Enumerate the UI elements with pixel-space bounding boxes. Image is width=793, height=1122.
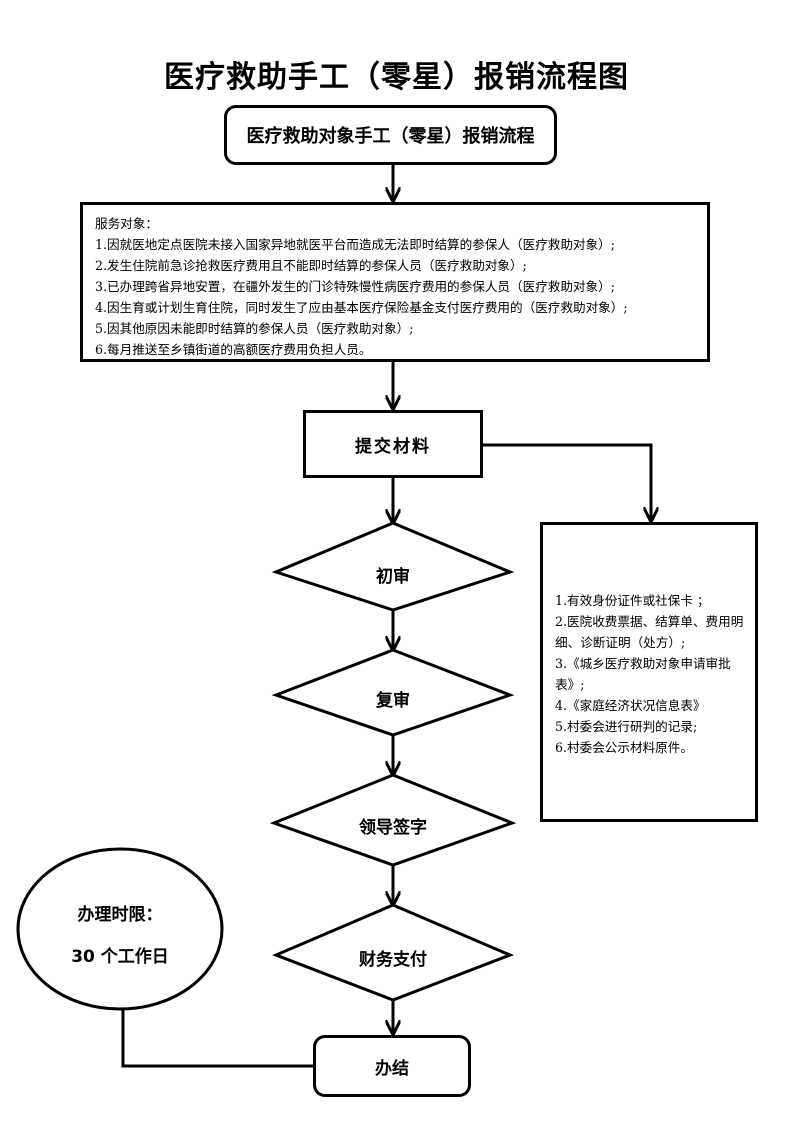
time-limit-ellipse <box>16 847 224 1011</box>
service-item: 3.已办理跨省异地安置，在疆外发生的门诊特殊慢性病医疗费用的参保人员（医疗救助对… <box>95 279 616 294</box>
start-box: 医疗救助对象手工（零星）报销流程 <box>224 105 557 165</box>
end-box: 办结 <box>313 1035 471 1097</box>
service-item: 2.发生住院前急诊抢救医疗费用且不能即时结算的参保人员（医疗救助对象）; <box>95 258 527 273</box>
material-item: 2.医院收费票据、结算单、费用明细、诊断证明（处方）; <box>555 614 744 650</box>
connector-timelimit-to-end <box>121 1009 313 1068</box>
material-item: 3.《城乡医疗救助对象申请审批表》; <box>555 656 731 692</box>
diamond-initial-review <box>271 521 515 612</box>
material-item: 6.村委会公示材料原件。 <box>555 740 693 755</box>
materials-list-box: 1.有效身份证件或社保卡 ； 2.医院收费票据、结算单、费用明细、诊断证明（处方… <box>540 522 758 822</box>
service-targets-box: 服务对象： 1.因就医地定点医院未接入国家异地就医平台而造成无法即时结算的参保人… <box>80 202 710 362</box>
material-item: 4.《家庭经济状况信息表》 <box>555 698 706 713</box>
service-heading: 服务对象： <box>95 216 158 231</box>
diamond-second-review <box>271 648 515 737</box>
step-leader-sign-label: 领导签字 <box>359 818 427 838</box>
service-item: 6.每月推送至乡镇街道的高额医疗费用负担人员。 <box>95 342 372 357</box>
diamond-finance-payment <box>272 903 514 1002</box>
diamond-leader-sign <box>269 773 517 867</box>
submit-label: 提交材料 <box>355 436 431 457</box>
time-limit-value: 30 个工作日 <box>71 947 169 967</box>
step-initial-review-label: 初审 <box>376 567 410 587</box>
end-label: 办结 <box>375 1058 409 1079</box>
submit-materials-box: 提交材料 <box>303 410 483 478</box>
start-label: 医疗救助对象手工（零星）报销流程 <box>246 126 535 147</box>
page-title: 医疗救助手工（零星）报销流程图 <box>164 60 629 95</box>
material-item: 5.村委会进行研判的记录; <box>555 719 698 734</box>
step-finance-payment-label: 财务支付 <box>359 950 427 970</box>
time-limit-label: 办理时限： <box>77 905 163 925</box>
service-item: 1.因就医地定点医院未接入国家异地就医平台而造成无法即时结算的参保人（医疗救助对… <box>95 237 616 252</box>
arrow-submit-to-materials <box>483 443 651 519</box>
step-second-review-label: 复审 <box>376 691 410 711</box>
service-item: 5.因其他原因未能即时结算的参保人员（医疗救助对象）; <box>95 321 414 336</box>
material-item: 1.有效身份证件或社保卡 ； <box>555 593 710 608</box>
service-item: 4.因生育或计划生育住院，同时发生了应由基本医疗保险基金支付医疗费用的（医疗救助… <box>95 300 628 315</box>
